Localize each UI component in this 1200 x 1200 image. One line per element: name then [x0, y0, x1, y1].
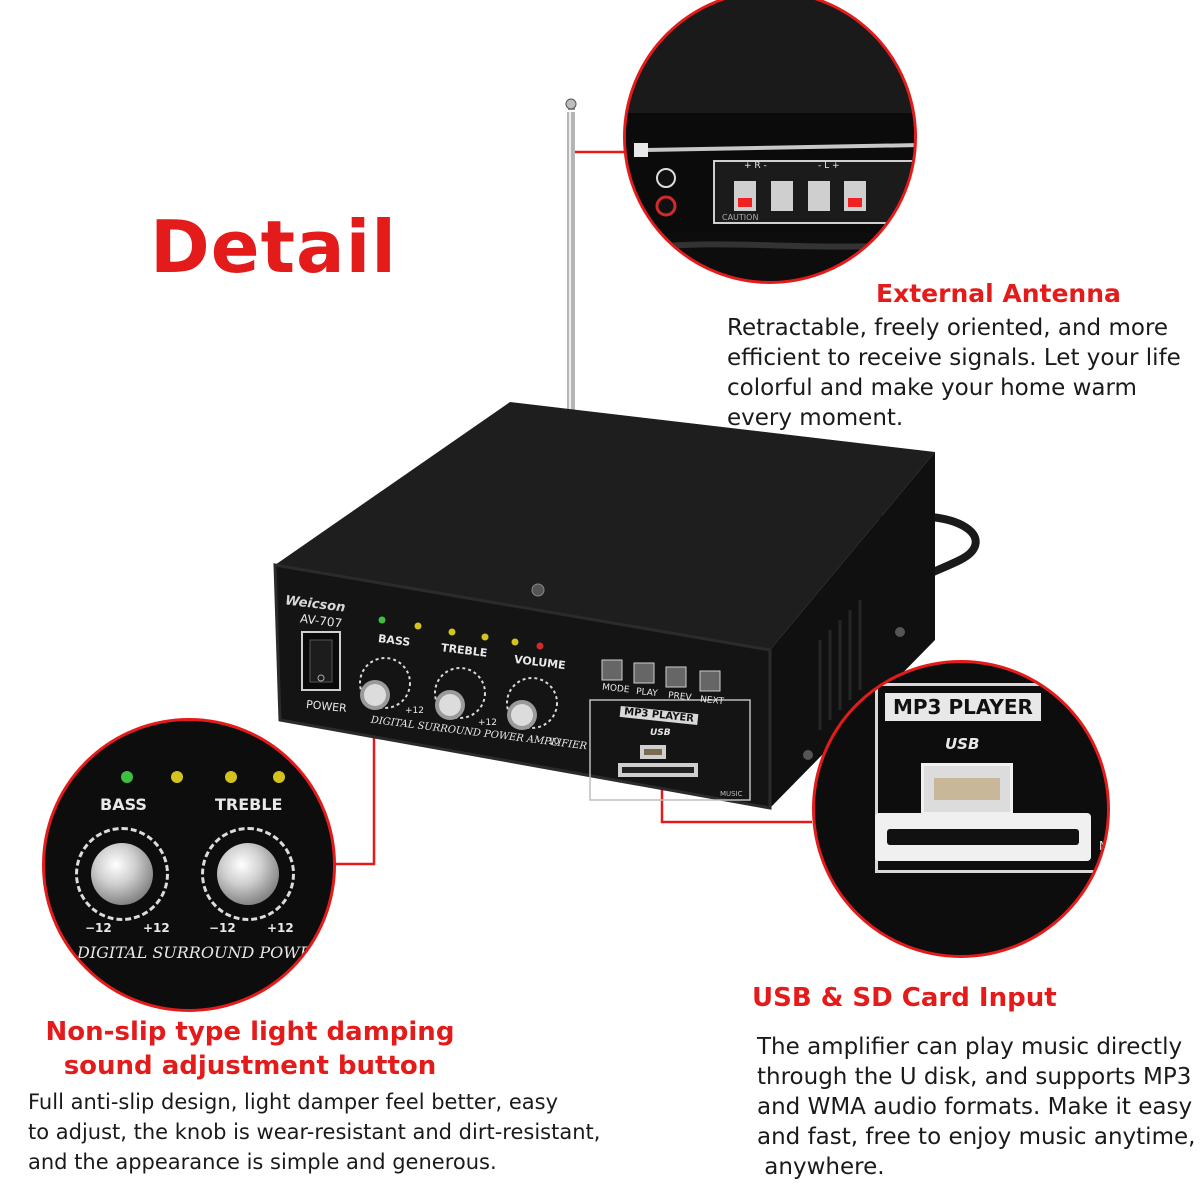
zoom-bass-label: BASS	[100, 795, 147, 814]
zoom-treble-label: TREBLE	[215, 795, 283, 814]
zoom-music-label: MU	[1099, 839, 1110, 853]
antenna-description: Retractable, freely oriented, and more e…	[727, 313, 1181, 433]
antenna-line-3: colorful and make your home warm	[727, 375, 1137, 401]
knob-heading: Non-slip type light damping sound adjust…	[0, 1015, 500, 1083]
antenna-zoom-circle: + R - - L + CAUTION	[623, 0, 917, 284]
usb-zoom-circle: MP3 PLAYER USB MU	[812, 660, 1110, 958]
page-title: Detail	[150, 205, 397, 289]
antenna-heading: External Antenna	[876, 279, 1121, 308]
play-button-label: PLAY	[635, 686, 659, 700]
sd-card-slot	[875, 813, 1091, 861]
zoom-bass-max: +12	[143, 921, 170, 935]
zoom-led-yellow-3	[273, 771, 285, 783]
sd-card-opening	[887, 829, 1079, 845]
zoom-amp-subtitle: DIGITAL SURROUND POWE	[77, 943, 312, 962]
zoom-bass-min: −12	[85, 921, 112, 935]
usb-description: The amplifier can play music directly th…	[757, 1032, 1195, 1182]
antenna-line-4: every moment.	[727, 405, 904, 431]
usb-line-4: and fast, free to enjoy music anytime,	[757, 1124, 1196, 1150]
zoom-treble-knob-ring	[201, 827, 295, 921]
zoom-bass-knob-ring	[75, 827, 169, 921]
usb-label: USB	[650, 728, 671, 738]
knob-description: Full anti-slip design, light damper feel…	[28, 1087, 600, 1177]
volume-max-label: 10	[548, 737, 560, 747]
knob-zoom-circle: BASS TREBLE −12 +12 −12 +12 DIGITAL SURR…	[42, 718, 336, 1012]
knob-line-1: Full anti-slip design, light damper feel…	[28, 1090, 558, 1114]
zoom-treble-knob	[217, 843, 279, 905]
music-label: MUSIC	[720, 790, 743, 798]
rear-r-label: + R -	[744, 161, 767, 171]
usb-line-1: The amplifier can play music directly	[757, 1034, 1183, 1060]
zoom-mp3-label: MP3 PLAYER	[885, 693, 1041, 721]
usb-port-tongue	[934, 778, 1000, 800]
knob-heading-line-1: Non-slip type light damping	[45, 1017, 455, 1047]
zoom-mp3-frame	[875, 683, 1107, 873]
antenna-line-1: Retractable, freely oriented, and more	[727, 315, 1169, 341]
knob-line-2: to adjust, the knob is wear-resistant an…	[28, 1120, 601, 1144]
knob-heading-line-2: sound adjustment button	[63, 1051, 437, 1081]
knob-callout-line	[318, 703, 376, 866]
bass-max-label: +12	[405, 706, 424, 716]
rear-caution-label: CAUTION	[722, 213, 759, 222]
rear-l-label: - L +	[818, 161, 840, 171]
usb-line-5: anywhere.	[757, 1154, 885, 1180]
usb-line-2: through the U disk, and supports MP3	[757, 1064, 1192, 1090]
zoom-usb-label: USB	[945, 735, 980, 753]
zoom-treble-min: −12	[209, 921, 236, 935]
knob-line-3: and the appearance is simple and generou…	[28, 1150, 497, 1174]
usb-line-3: and WMA audio formats. Make it easy	[757, 1094, 1193, 1120]
usb-heading: USB & SD Card Input	[752, 983, 1057, 1013]
zoom-led-yellow-1	[171, 771, 183, 783]
treble-max-label: +12	[478, 718, 497, 728]
antenna-line-2: efficient to receive signals. Let your l…	[727, 345, 1181, 371]
zoom-led-green	[121, 771, 133, 783]
usb-port	[921, 763, 1013, 815]
zoom-treble-max: +12	[267, 921, 294, 935]
zoom-led-yellow-2	[225, 771, 237, 783]
zoom-bass-knob	[91, 843, 153, 905]
